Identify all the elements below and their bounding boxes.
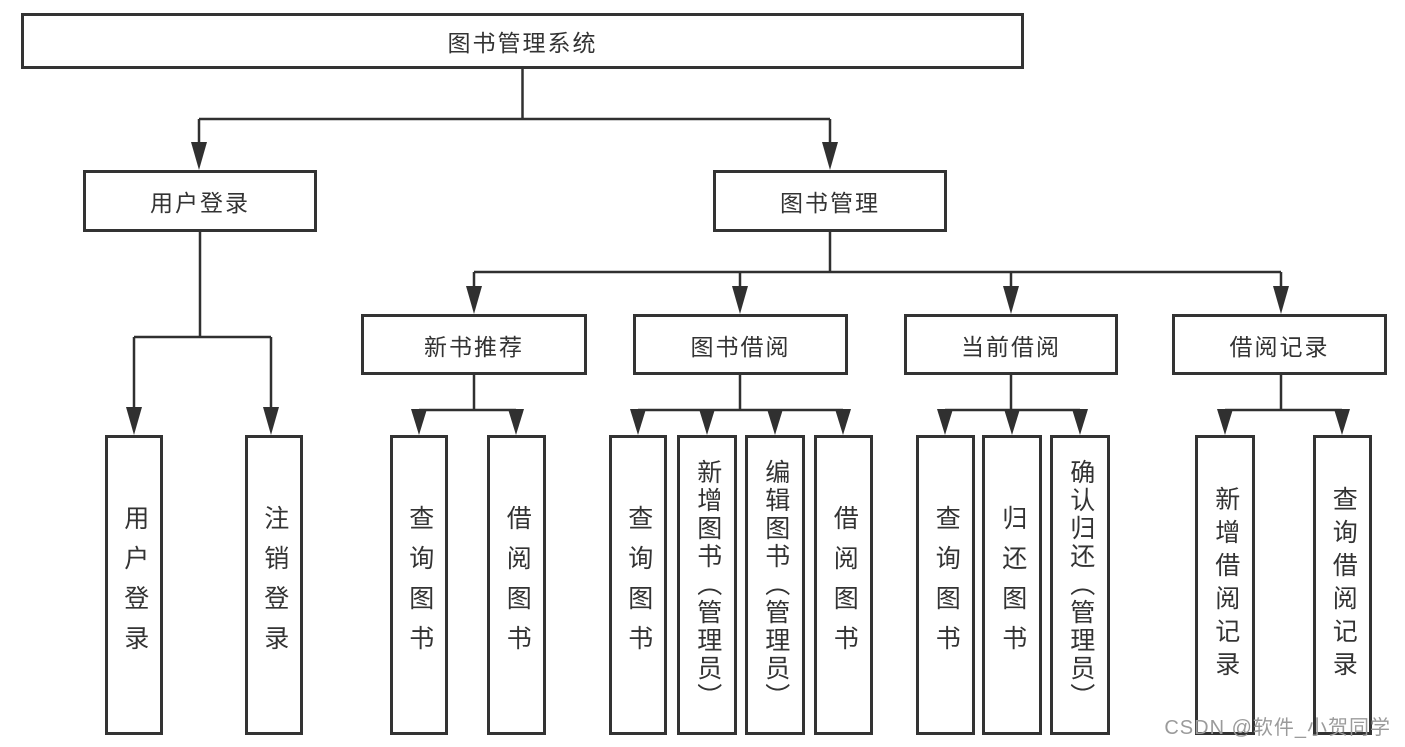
node-label: 图书借阅 (690, 333, 791, 360)
branch-label: 图书管理 (780, 190, 880, 216)
csdn-watermark: CSDN @软件_小贺同学 (1164, 717, 1391, 739)
leaf-label: 新增图书（管理员） (693, 459, 722, 711)
leaf-box-edit-books-admin: 编辑图书（管理员） (745, 435, 805, 735)
leaf-box-user-login: 用户登录 (105, 435, 163, 735)
leaf-label: 注销登录 (260, 505, 289, 665)
node-label: 借阅记录 (1229, 333, 1330, 360)
leaf-label: 借阅图书 (830, 505, 859, 665)
leaf-box-query-books-borrow: 查询图书 (609, 435, 667, 735)
leaf-label: 新增借阅记录 (1211, 486, 1240, 684)
root-box-library-system: 图书管理系统 (21, 13, 1024, 69)
node-box-new-book-recommend: 新书推荐 (361, 314, 587, 375)
branch-box-user-login: 用户登录 (83, 170, 317, 232)
leaf-label: 确认归还（管理员） (1066, 459, 1095, 711)
leaf-label: 查询图书 (932, 505, 961, 665)
leaf-label: 查询图书 (624, 505, 653, 665)
leaf-box-return-books: 归还图书 (982, 435, 1042, 735)
leaf-box-borrow-books: 借阅图书 (814, 435, 873, 735)
node-box-current-borrow: 当前借阅 (904, 314, 1118, 375)
leaf-box-logout: 注销登录 (245, 435, 303, 735)
root-label: 图书管理系统 (447, 30, 598, 56)
leaf-box-query-books-recommend: 查询图书 (390, 435, 448, 735)
leaf-label: 归还图书 (998, 505, 1027, 665)
leaf-box-borrow-books-recommend: 借阅图书 (487, 435, 546, 735)
node-box-book-borrow: 图书借阅 (633, 314, 848, 375)
leaf-label: 查询图书 (405, 505, 434, 665)
leaf-label: 编辑图书（管理员） (761, 459, 790, 711)
leaf-box-add-books-admin: 新增图书（管理员） (677, 435, 737, 735)
leaf-label: 借阅图书 (503, 505, 532, 665)
node-box-borrow-records: 借阅记录 (1172, 314, 1387, 375)
branch-label: 用户登录 (150, 190, 250, 216)
leaf-box-query-books-current: 查询图书 (916, 435, 975, 735)
leaf-box-add-borrow-record: 新增借阅记录 (1195, 435, 1255, 735)
leaf-label: 查询借阅记录 (1329, 486, 1358, 684)
leaf-box-confirm-return-admin: 确认归还（管理员） (1050, 435, 1110, 735)
node-label: 当前借阅 (961, 333, 1061, 360)
leaf-box-query-borrow-record: 查询借阅记录 (1313, 435, 1372, 735)
branch-box-book-management: 图书管理 (713, 170, 947, 232)
node-label: 新书推荐 (424, 333, 524, 360)
leaf-label: 用户登录 (120, 505, 149, 665)
